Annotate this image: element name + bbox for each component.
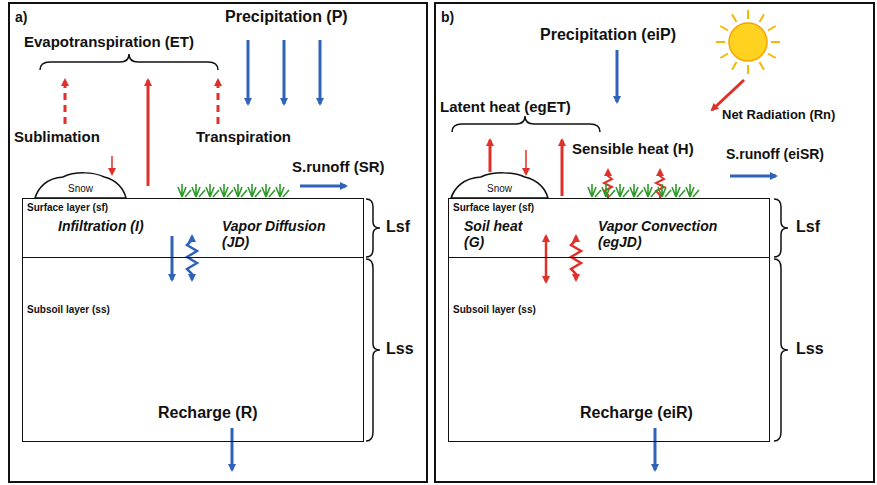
recharge-arrow [654,428,657,470]
bracket [774,199,788,441]
flux-label: Sublimation [14,128,100,145]
sun-ray [720,54,728,59]
grass-tuft [178,184,191,197]
flux-label: Net Radiation (Rn) [722,108,835,123]
grass-tuft [672,184,685,197]
grass-tuft [276,184,289,197]
flux-label: Transpiration [196,128,291,145]
brace [40,54,218,70]
sun [716,10,780,74]
recharge-arrow [231,428,234,470]
infiltration-arrow [171,236,174,280]
flux-label: Vapor Convection (egJD) [598,218,748,250]
panel-label: a) [15,9,27,25]
grass-tuft [588,184,601,197]
flux-label: Evapotranspiration (ET) [24,33,194,50]
runoff-arrow [300,185,346,188]
layer-label: Surface layer (sf) [453,202,534,213]
grass-tuft [630,184,643,197]
flux-label: Recharge (R) [158,404,258,422]
bracket [366,199,380,441]
grass-tuft [262,184,275,197]
dimension-label: Lsf [796,218,820,236]
sun-ray [747,10,749,19]
flux-label: Latent heat (egET) [440,98,571,115]
small-arrow [111,156,113,174]
sun-ray [760,14,765,22]
vapor-arrow [187,236,197,280]
sun-ray [768,54,776,59]
snow-mound: Snow [34,168,127,198]
grass-tuft [192,184,205,197]
dimension-label: Lsf [386,218,410,236]
flux-label: Precipitation (P) [225,8,348,26]
grass-tuft [644,184,657,197]
precipitation-arrow [616,50,619,102]
brace [452,116,600,132]
grass-tuft [248,184,261,197]
dimension-label: Lss [386,340,414,358]
sun-ray [747,65,749,74]
flux-label: Precipitation (eiP) [540,26,676,44]
flux-label: Infiltration (I) [58,218,153,234]
grass-tuft [602,184,615,197]
panel-label: b) [441,9,454,25]
grass-tuft [234,184,247,197]
snow-mound: Snow [450,168,549,198]
precipitation-arrows [248,40,320,104]
grass-tuft [616,184,629,197]
small-arrow [525,150,527,174]
sun-ray [716,41,725,43]
convection-arrow [571,236,581,280]
flux-label: Recharge (eiR) [580,404,693,422]
sun-ray [732,62,737,70]
layer-label: Snow [34,183,127,194]
layer-label: Surface layer (sf) [27,202,108,213]
grass-tuft [658,184,671,197]
dimension-label: Lss [796,340,824,358]
grass [178,184,699,197]
flux-label: Soil heat (G) [464,218,536,250]
flux-label: Vapor Diffusion (JD) [222,218,344,250]
layer-label: Snow [450,183,549,194]
flux-label: S.runoff (SR) [292,158,384,175]
sun-ray [760,62,765,70]
sun-ray [768,26,776,31]
grass-tuft [686,184,699,197]
sun-ray [720,26,728,31]
soil-heat-arrow [545,236,548,282]
layer-label: Subsoil layer (ss) [453,304,536,315]
runoff-arrow [730,175,776,178]
grass-tuft [206,184,219,197]
flux-label: S.runoff (eiSR) [726,146,824,162]
layer-label: Subsoil layer (ss) [27,304,110,315]
sun-ray [771,41,780,43]
sun-ray [732,14,737,22]
flux-label: Sensible heat (H) [572,140,694,157]
grass-tuft [220,184,233,197]
sensible-arrows [604,170,664,198]
radiation-arrow [712,80,744,110]
